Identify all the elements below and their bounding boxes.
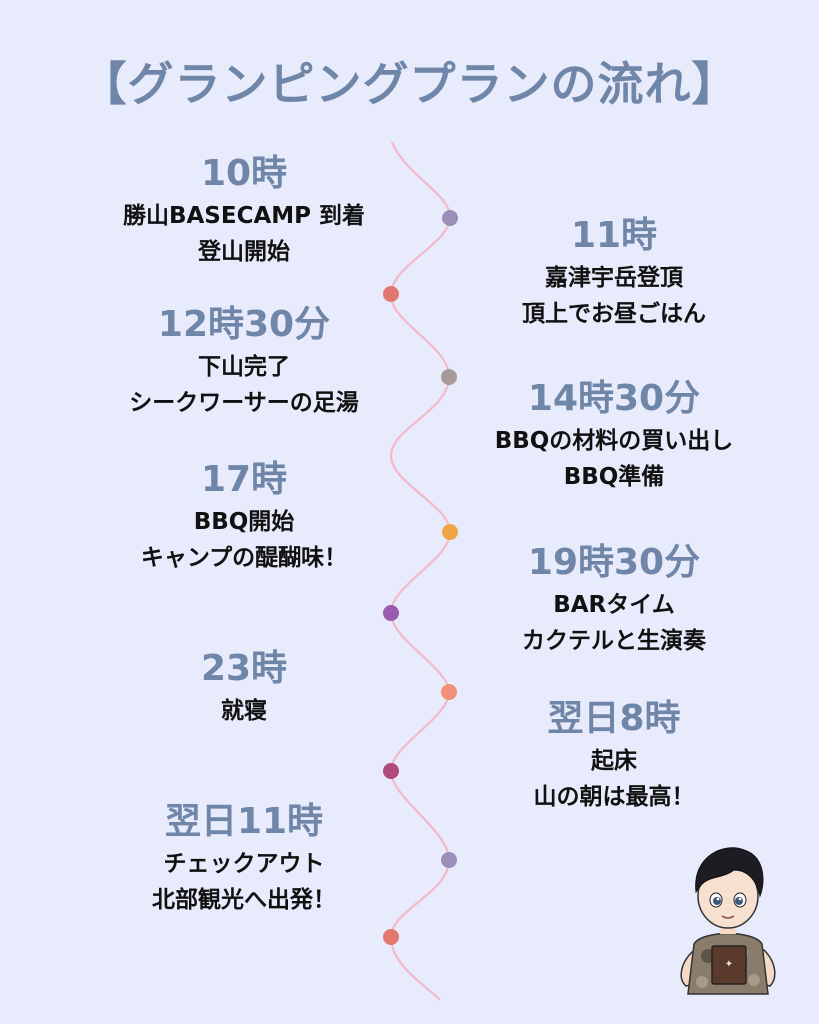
timeline-dot (441, 369, 457, 385)
timeline-dot (383, 763, 399, 779)
event-line: 勝山BASECAMP 到着 (122, 203, 366, 229)
event-line: 山の朝は最高！ (533, 784, 695, 810)
timeline-dot (442, 210, 458, 226)
event-line: 北部観光へ出発！ (152, 887, 336, 913)
event-3: 12時30分 下山完了 シークワーサーの足湯 (84, 303, 404, 421)
event-time: 17時 (200, 459, 288, 500)
event-line: 起床 (591, 748, 637, 774)
timeline-dot (383, 605, 399, 621)
event-time: 翌日11時 (164, 801, 324, 842)
event-line: カクテルと生演奏 (522, 628, 706, 654)
event-time: 10時 (200, 153, 288, 194)
event-line: チェックアウト (163, 851, 325, 877)
event-2: 11時 嘉津宇岳登頂 頂上でお昼ごはん (454, 214, 774, 332)
event-line: キャンプの醍醐味！ (140, 545, 348, 571)
event-line: BBQ開始 (193, 509, 295, 535)
character-illustration: ✦ (680, 847, 776, 995)
event-line: BARタイム (553, 592, 675, 618)
event-8: 翌日8時 起床 山の朝は最高！ (454, 697, 774, 815)
event-line: 登山開始 (198, 239, 290, 265)
event-6: 19時30分 BARタイム カクテルと生演奏 (454, 541, 774, 659)
page-title: 【グランピングプランの流れ】 (80, 57, 739, 111)
event-4: 14時30分 BBQの材料の買い出し BBQ準備 (454, 377, 774, 495)
event-line: 頂上でお昼ごはん (522, 301, 706, 327)
event-line: 就寝 (221, 698, 267, 724)
event-9: 翌日11時 チェックアウト 北部観光へ出発！ (84, 800, 404, 918)
timeline-dot (383, 929, 399, 945)
event-time: 12時30分 (157, 304, 331, 345)
event-7: 23時 就寝 (84, 647, 404, 729)
event-time: 11時 (570, 215, 658, 256)
timeline-dot (441, 684, 457, 700)
event-line: シークワーサーの足湯 (129, 390, 359, 416)
event-5: 17時 BBQ開始 キャンプの醍醐味！ (84, 458, 404, 576)
event-time: 14時30分 (527, 378, 701, 419)
svg-text:✦: ✦ (725, 959, 733, 970)
event-line: BBQ準備 (563, 464, 665, 490)
event-time: 翌日8時 (547, 698, 681, 739)
event-time: 19時30分 (527, 542, 701, 583)
event-line: BBQの材料の買い出し (494, 428, 734, 454)
event-line: 嘉津宇岳登頂 (545, 265, 683, 291)
event-1: 10時 勝山BASECAMP 到着 登山開始 (84, 152, 404, 270)
timeline-dot (441, 852, 457, 868)
timeline-dot (383, 286, 399, 302)
event-line: 下山完了 (198, 354, 290, 380)
timeline-dot (442, 524, 458, 540)
event-time: 23時 (200, 648, 288, 689)
